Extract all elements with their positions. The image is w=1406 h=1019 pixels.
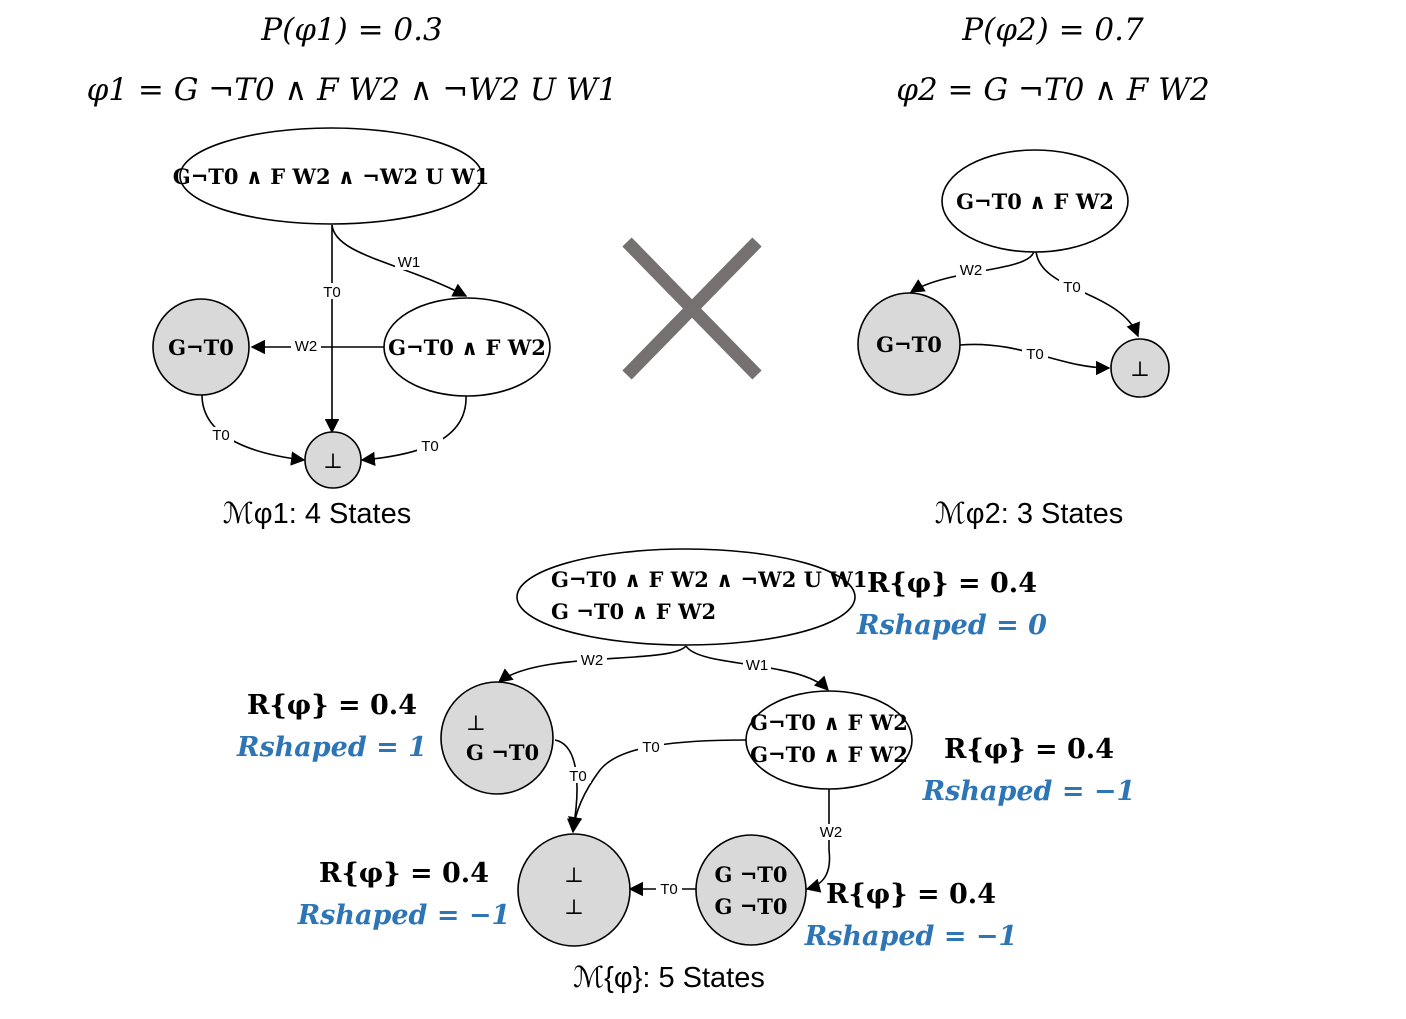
m1-state-bottom: ⊥ (304, 431, 362, 489)
svg-text:Rshaped = −1: Rshaped = −1 (804, 921, 1018, 952)
svg-text:G ¬T0: G ¬T0 (714, 862, 787, 887)
svg-text:⊥: ⊥ (1130, 357, 1150, 381)
svg-text:G¬T0 ∧ F W2: G¬T0 ∧ F W2 (750, 742, 908, 767)
formula-phi1: φ1 = G ¬T0 ∧ F W2 ∧ ¬W2 U W1 (87, 72, 618, 108)
p-label-t0-left: T0 (569, 768, 587, 785)
p-label-t0-right: T0 (642, 739, 660, 756)
m2-label-t0-bottom: T0 (1026, 346, 1044, 363)
p-reward-left: R{φ} = 0.4 Rshaped = 1 (236, 690, 427, 763)
m2-edge-root-bottom (1035, 250, 1140, 338)
prob-phi1: P(φ1) = 0.3 (260, 12, 442, 48)
m1-edge-root-gfw2 (331, 224, 468, 297)
p-label-w2-root: W2 (581, 652, 604, 669)
svg-text:R{φ} = 0.4: R{φ} = 0.4 (247, 690, 417, 721)
m2-caption: ℳφ2: 3 States (935, 498, 1123, 530)
m2-state-gt0: G¬T0 (857, 292, 961, 396)
svg-text:⊥: ⊥ (466, 711, 486, 735)
p-reward-gg: R{φ} = 0.4 Rshaped = −1 (804, 879, 1018, 952)
svg-text:G ¬T0: G ¬T0 (714, 894, 787, 919)
p-label-w2-right: W2 (820, 824, 843, 841)
p-label-t0-gg: T0 (660, 881, 678, 898)
p-edge-left-bottom (554, 739, 583, 832)
p-edge-right-gg (805, 788, 831, 893)
svg-text:Rshaped = 0: Rshaped = 0 (856, 610, 1047, 641)
m1-state-root: G¬T0 ∧ F W2 ∧ ¬W2 U W1 (173, 127, 489, 225)
machine1: W1 T0 W2 T0 T0 G¬T0 ∧ F W2 ∧ ¬W2 U W1 G¬… (152, 127, 551, 530)
p-reward-bottom: R{φ} = 0.4 Rshaped = −1 (297, 858, 511, 931)
m1-label-t0-root: T0 (323, 284, 341, 301)
m1-edge-gt0-bottom (201, 394, 306, 466)
m2-label-t0-right: T0 (1063, 279, 1081, 296)
m1-label-t0-left: T0 (212, 427, 230, 444)
formula-phi2: φ2 = G ¬T0 ∧ F W2 (896, 72, 1209, 108)
svg-text:⊥: ⊥ (323, 449, 343, 473)
p-edge-right-bottom (567, 739, 747, 834)
prob-phi2: P(φ2) = 0.7 (961, 12, 1144, 48)
svg-text:G¬T0 ∧ F W2 ∧ ¬W2 U W1: G¬T0 ∧ F W2 ∧ ¬W2 U W1 (173, 164, 489, 189)
m1-label-t0-right: T0 (421, 438, 439, 455)
p-label-w1-root: W1 (746, 657, 769, 674)
p-caption: ℳ{φ}: 5 States (573, 962, 765, 994)
svg-text:R{φ} = 0.4: R{φ} = 0.4 (826, 879, 996, 910)
p-reward-right: R{φ} = 0.4 Rshaped = −1 (922, 734, 1136, 807)
svg-text:G ¬T0: G ¬T0 (466, 740, 539, 765)
product-cross-icon (622, 237, 762, 380)
svg-text:G ¬T0 ∧ F W2: G ¬T0 ∧ F W2 (551, 599, 716, 624)
svg-text:Rshaped = −1: Rshaped = −1 (297, 900, 511, 931)
p-reward-root: R{φ} = 0.4 Rshaped = 0 (856, 568, 1047, 641)
m1-caption: ℳφ1: 4 States (223, 498, 411, 530)
svg-text:Rshaped = −1: Rshaped = −1 (922, 776, 1136, 807)
m1-edge-gfw2-bottom (360, 394, 467, 467)
p-state-right: G¬T0 ∧ F W2 G¬T0 ∧ F W2 (745, 690, 913, 790)
svg-text:R{φ} = 0.4: R{φ} = 0.4 (319, 858, 489, 889)
svg-text:R{φ} = 0.4: R{φ} = 0.4 (944, 734, 1114, 765)
product-machine: W2 W1 T0 T0 W2 T0 G¬T0 ∧ F W2 ∧ ¬W2 U W1… (236, 548, 1136, 994)
svg-text:G¬T0 ∧ F W2: G¬T0 ∧ F W2 (956, 189, 1114, 214)
p-state-root: G¬T0 ∧ F W2 ∧ ¬W2 U W1 G ¬T0 ∧ F W2 (516, 548, 867, 646)
m2-label-w2: W2 (960, 262, 983, 279)
svg-text:G¬T0: G¬T0 (876, 332, 942, 357)
m1-state-gt0: G¬T0 (152, 298, 250, 396)
svg-text:⊥: ⊥ (564, 863, 584, 887)
m2-state-bottom: ⊥ (1110, 338, 1170, 398)
p-state-bottom: ⊥ ⊥ (517, 833, 631, 947)
svg-text:G¬T0: G¬T0 (168, 335, 234, 360)
m1-state-gfw2: G¬T0 ∧ F W2 (383, 297, 551, 397)
svg-text:Rshaped = 1: Rshaped = 1 (236, 732, 427, 763)
m2-state-root: G¬T0 ∧ F W2 (941, 149, 1129, 253)
svg-text:G¬T0 ∧ F W2 ∧ ¬W2 U W1: G¬T0 ∧ F W2 ∧ ¬W2 U W1 (551, 567, 867, 592)
svg-text:⊥: ⊥ (564, 895, 584, 919)
p-state-left: ⊥ G ¬T0 (440, 681, 554, 795)
p-state-gg: G ¬T0 G ¬T0 (695, 834, 807, 946)
m1-label-w1: W1 (398, 254, 421, 271)
m1-label-w2: W2 (295, 338, 318, 355)
svg-text:R{φ} = 0.4: R{φ} = 0.4 (867, 568, 1037, 599)
svg-text:G¬T0 ∧ F W2: G¬T0 ∧ F W2 (750, 710, 908, 735)
machine2: W2 T0 T0 G¬T0 ∧ F W2 G¬T0 ⊥ ℳφ2: 3 State… (857, 149, 1170, 530)
svg-text:G¬T0 ∧ F W2: G¬T0 ∧ F W2 (388, 335, 546, 360)
